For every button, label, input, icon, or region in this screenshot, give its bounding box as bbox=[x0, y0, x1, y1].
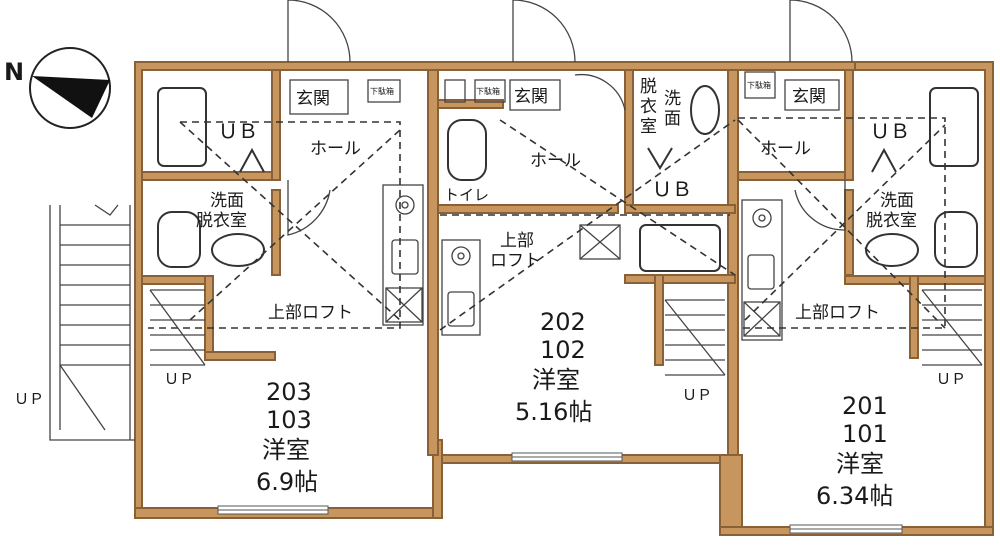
up-label-right: ＵＰ bbox=[936, 370, 966, 388]
unit-right-room: 洋室 bbox=[836, 450, 884, 478]
unit-left-lower: 103 bbox=[266, 406, 312, 434]
up-label-left: ＵＰ bbox=[164, 370, 194, 388]
wash-mid-top-1: 洗 bbox=[664, 89, 681, 109]
wash-mid-3: 室 bbox=[640, 117, 657, 137]
ub-label-left: ＵＢ bbox=[218, 119, 258, 143]
unit-mid-room: 洋室 bbox=[532, 366, 580, 394]
unit-right-upper: 201 bbox=[842, 392, 888, 420]
washbasin-icon bbox=[211, 233, 265, 267]
toilet-icon bbox=[157, 211, 201, 268]
loft-label-left: 上部ロフト bbox=[268, 303, 353, 323]
ub-label-mid: ＵＢ bbox=[652, 177, 692, 201]
entrance-label-left: 玄関 bbox=[296, 89, 330, 109]
entry-doors bbox=[287, 0, 853, 236]
wash-mid-2: 衣 bbox=[640, 97, 657, 117]
wash-label-right-2: 脱衣室 bbox=[866, 211, 917, 231]
unit-left-room: 洋室 bbox=[262, 436, 310, 464]
toilet-icon-right bbox=[934, 211, 978, 268]
unit-mid-lower: 102 bbox=[540, 336, 586, 364]
washbasin-icon-right bbox=[865, 233, 919, 267]
unit-right-lower: 101 bbox=[842, 420, 888, 448]
bathtub-icon bbox=[157, 87, 207, 167]
upper-label-mid: 上部 bbox=[500, 231, 534, 251]
hall-label-mid: ホール bbox=[530, 151, 581, 171]
unit-right: 下駄箱 玄関 ホール ＵＢ 洗面 脱衣室 上部ロフト ＵＰ 201 101 洋室… bbox=[737, 71, 983, 534]
hall-label-left: ホール bbox=[310, 139, 361, 159]
shoe-box-label-mid: 下駄箱 bbox=[476, 86, 500, 96]
unit-mid-size: 5.16帖 bbox=[515, 398, 592, 426]
wash-label-left-1: 洗面 bbox=[210, 191, 244, 211]
bathtub-icon-mid bbox=[639, 224, 721, 272]
toilet-icon-mid bbox=[447, 119, 487, 181]
unit-left-size: 6.9帖 bbox=[256, 468, 318, 496]
ub-label-right: ＵＢ bbox=[870, 119, 910, 143]
unit-mid-upper: 202 bbox=[540, 308, 586, 336]
unit-right-size: 6.34帖 bbox=[816, 482, 893, 510]
shoe-box-label-right: 下駄箱 bbox=[747, 80, 771, 90]
north-label: N bbox=[4, 58, 24, 86]
entrance-label-mid: 玄関 bbox=[514, 87, 548, 107]
wash-mid-top-2: 面 bbox=[664, 109, 681, 129]
up-label-exterior: ＵＰ bbox=[14, 390, 44, 408]
wash-label-right-1: 洗面 bbox=[880, 191, 914, 211]
loft-label-mid: ロフト bbox=[490, 251, 541, 271]
washbasin-icon-mid bbox=[690, 85, 720, 135]
entrance-label-right: 玄関 bbox=[792, 87, 826, 107]
unit-middle: 下駄箱 玄関 トイレ ホール 脱 衣 室 洗 面 ＵＢ 上部 ロフト ＵＰ 20… bbox=[439, 77, 736, 462]
shoe-box-label-left: 下駄箱 bbox=[370, 86, 394, 96]
up-label-mid: ＵＰ bbox=[682, 386, 712, 404]
wash-label-left-2: 脱衣室 bbox=[196, 211, 247, 231]
loft-label-right: 上部ロフト bbox=[795, 303, 880, 323]
unit-left-upper: 203 bbox=[266, 378, 312, 406]
north-compass: N bbox=[4, 47, 111, 129]
unit-left: 玄関 下駄箱 ホール ＵＢ 洗面 脱衣室 上部ロフト ＵＰ 203 103 洋室… bbox=[148, 79, 424, 515]
toilet-label: トイレ bbox=[444, 186, 489, 204]
wash-mid-1: 脱 bbox=[640, 77, 657, 97]
bathtub-icon-right bbox=[929, 87, 979, 167]
exterior-stair: ＵＰ bbox=[14, 204, 135, 441]
